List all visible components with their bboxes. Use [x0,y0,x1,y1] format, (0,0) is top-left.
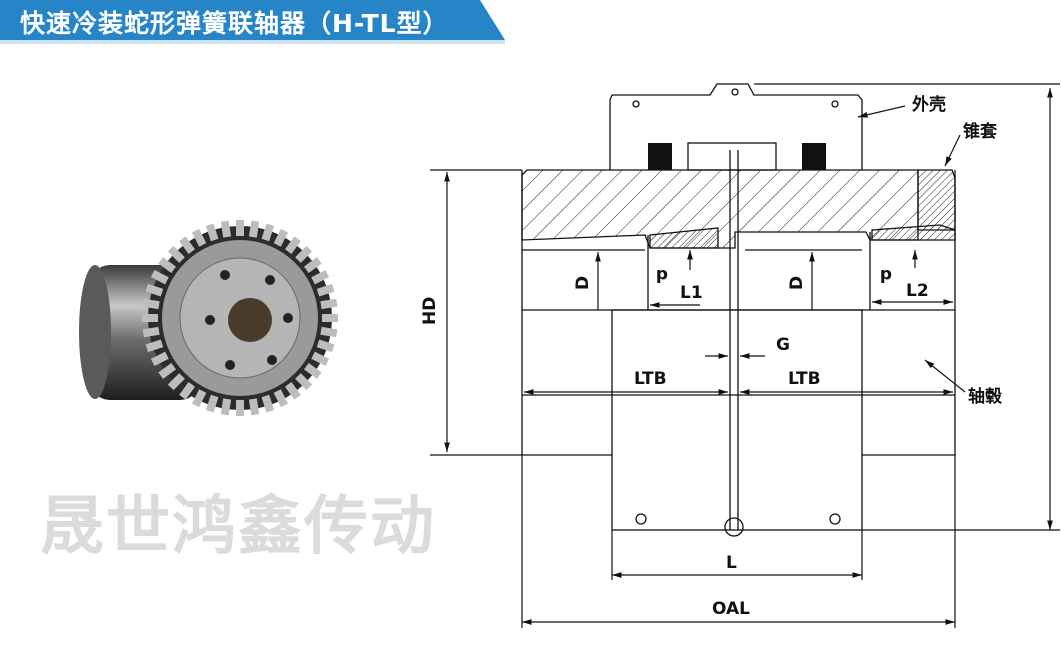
page-title: 快速冷装蛇形弹簧联轴器（H-TL型） [20,9,449,38]
gear-tooth [303,362,322,379]
gear-tooth [191,228,207,247]
gear-tooth [220,220,232,238]
label-LTB-right: LTB [788,369,821,389]
gear-tooth [236,220,244,236]
gear-tooth [150,269,169,285]
hub-section [521,169,956,249]
label-HD: HD [420,297,440,325]
gear-tooth [142,314,158,322]
gear-tooth [248,398,260,416]
gear-tooth [311,269,330,285]
gear-tooth [150,351,169,367]
gear-tooth [142,298,160,310]
gear-tooth [179,381,196,400]
gear-tooth [295,373,313,391]
gear-tooth [273,389,289,408]
label-hub: 轴毂 [968,386,1002,407]
gear-tooth [248,220,260,238]
gear-tooth [142,326,160,338]
coupling-photo [79,220,338,416]
label-housing: 外壳 [912,94,946,115]
label-G: G [776,335,790,355]
gear-tooth [316,339,335,353]
label-taper-sleeve: 锥套 [963,121,998,142]
gear-tooth [320,326,338,338]
gear-tooth [205,394,219,413]
gear-tooth [205,223,219,242]
gear-tooth [284,236,301,255]
dimension-lines [430,83,1060,628]
label-d-right: d [880,265,892,285]
gear-tooth [167,245,185,263]
gear-tooth [322,314,338,322]
gear-tooth [158,257,177,274]
gear-tooth [295,245,313,263]
gear-tooth [145,283,164,297]
gear-tooth [261,394,275,413]
watermark: 晟世鸿鑫传动 [40,490,436,564]
gear-tooth [179,236,196,255]
gear-tooth [320,298,338,310]
label-LTB-left: LTB [634,369,667,389]
label-D-left: D [573,276,593,290]
label-L1: L1 [680,283,703,303]
label-L: L [726,553,737,573]
label-d-left: d [656,265,668,285]
gear-tooth [191,389,207,408]
gear-tooth [220,398,232,416]
gear-tooth [236,400,244,416]
gear-tooth [316,283,335,297]
gear-tooth [261,223,275,242]
label-D-right: D [787,276,807,290]
gear-tooth [303,257,322,274]
title-banner [0,0,505,44]
gear-tooth [158,362,177,379]
gear-tooth [167,373,185,391]
label-OAL: OAL [712,599,750,619]
gear-tooth [284,381,301,400]
gear-tooth [311,351,330,367]
gear-tooth [145,339,164,353]
label-L2: L2 [906,281,929,301]
gear-tooth [273,228,289,247]
